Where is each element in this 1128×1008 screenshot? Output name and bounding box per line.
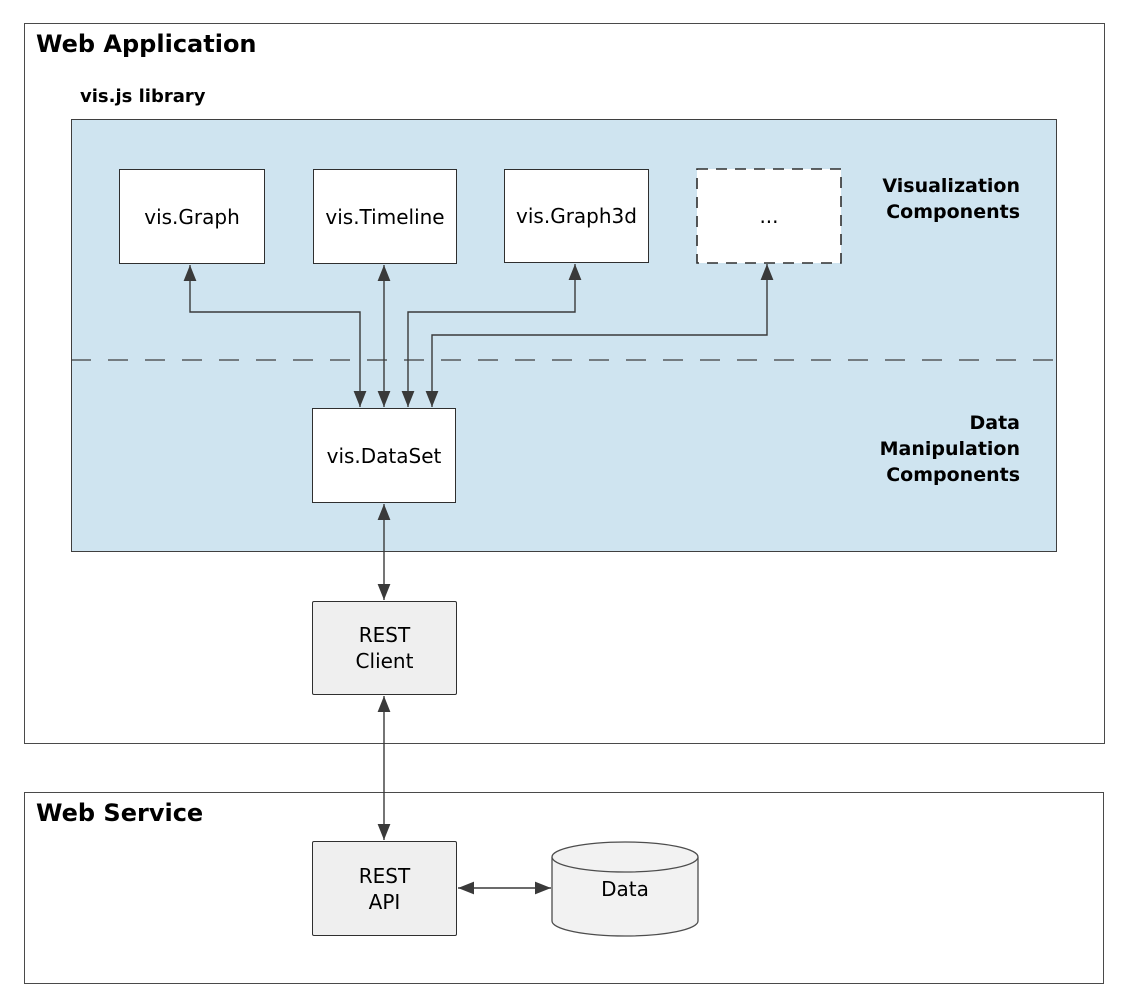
visualization-components-label: Visualization Components <box>882 175 1020 223</box>
node-data-store-label: Data <box>601 877 649 901</box>
vis-library-title: vis.js library <box>80 86 206 107</box>
data-manipulation-components-label: Data Manipulation Components <box>879 412 1020 486</box>
node-more-components-label: ... <box>759 204 779 228</box>
node-rest-client: REST Client <box>312 601 457 695</box>
node-vis-graph: vis.Graph <box>119 169 265 264</box>
web-service-title: Web Service <box>36 799 204 827</box>
node-vis-timeline: vis.Timeline <box>313 169 457 264</box>
web-application-title: Web Application <box>36 30 257 58</box>
node-rest-api: REST API <box>312 841 457 936</box>
node-vis-dataset: vis.DataSet <box>312 408 456 503</box>
node-vis-graph3d: vis.Graph3d <box>504 169 649 263</box>
